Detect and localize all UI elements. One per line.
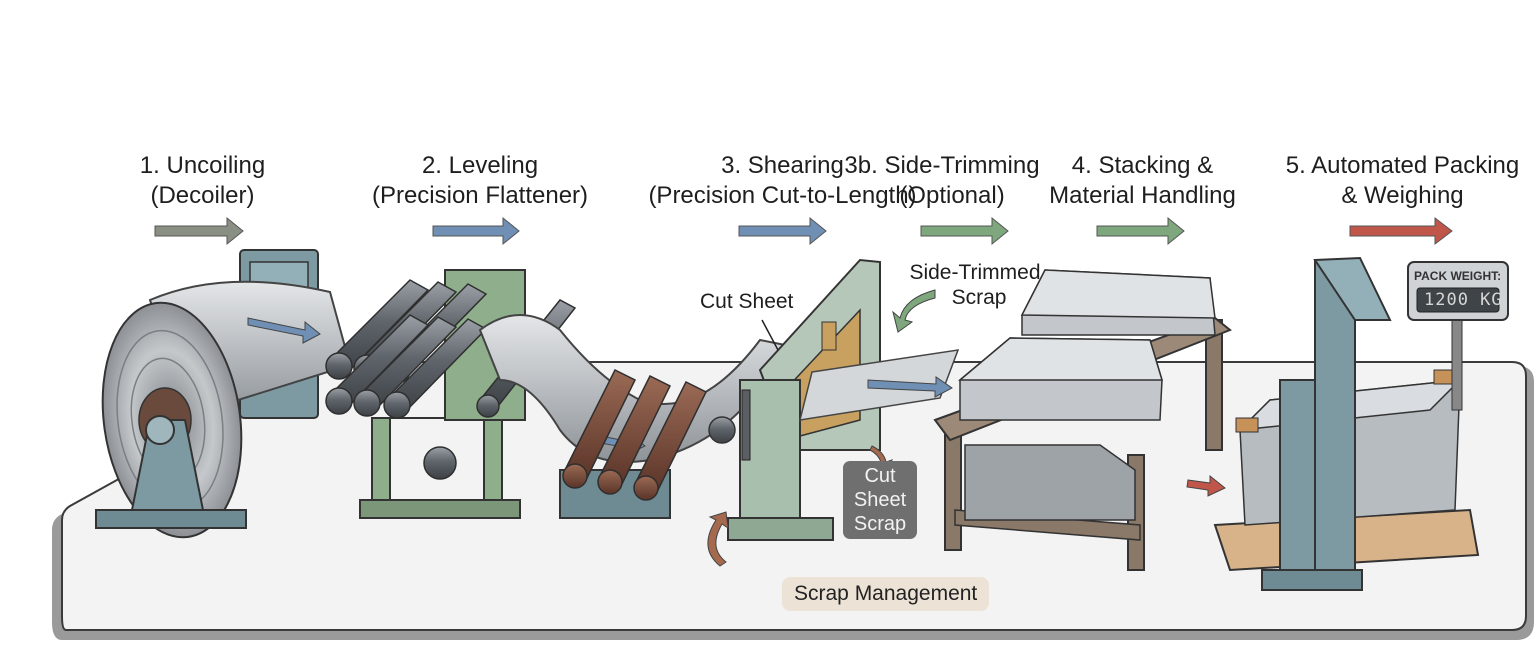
cut-sheet-scrap-line2: Sheet bbox=[853, 489, 907, 511]
stage-arrows bbox=[154, 216, 1453, 246]
scrap-management-label: Scrap Management bbox=[782, 577, 990, 611]
stage-subtitle: (Decoiler) bbox=[150, 182, 255, 209]
stage-subtitle: (Optional) bbox=[899, 182, 1005, 209]
cut-sheet-scrap-line1: Cut bbox=[864, 465, 896, 487]
shear-machine bbox=[708, 258, 960, 541]
side-trimmed-scrap-callout: Side-Trimmed Scrap bbox=[905, 260, 1045, 310]
arrow-packing bbox=[1349, 216, 1453, 246]
arrow-side-trimming bbox=[920, 216, 1009, 246]
cut-sheet-scrap-tag: Cut Sheet Scrap bbox=[843, 461, 917, 539]
stacking-table bbox=[933, 269, 1232, 571]
cut-sheet-text: Cut Sheet bbox=[700, 290, 794, 313]
feed-rollers bbox=[559, 368, 708, 519]
arrow-shearing bbox=[738, 216, 827, 246]
arrow-leveling bbox=[432, 216, 520, 246]
side-trimmed-scrap-line2: Scrap bbox=[951, 286, 1007, 309]
stage-label-packing: 5. Automated Packing & Weighing bbox=[1280, 151, 1525, 211]
stage-label-side-trimming: 3b. Side-Trimming (Optional) bbox=[842, 151, 1042, 211]
cut-sheet-scrap-line3: Scrap bbox=[853, 513, 907, 535]
arrow-stacking bbox=[1096, 216, 1185, 246]
arrow-uncoiling bbox=[154, 216, 244, 246]
stage-label-stacking: 4. Stacking & Material Handling bbox=[1045, 151, 1240, 211]
pack-weight-value: 1200 KG bbox=[1424, 290, 1503, 310]
cut-sheet-leader bbox=[761, 319, 779, 351]
pack-weight-title: PACK WEIGHT: bbox=[1414, 269, 1502, 283]
stage-label-shearing: 3. Shearing (Precision Cut-to-Length) bbox=[645, 151, 920, 211]
stage-label-leveling: 2. Leveling (Precision Flattener) bbox=[365, 151, 595, 211]
stage-title: 4. Stacking & bbox=[1071, 152, 1214, 179]
stage-title: 1. Uncoiling bbox=[139, 152, 266, 179]
stage-subtitle: (Precision Cut-to-Length) bbox=[648, 182, 917, 209]
stage-title: 2. Leveling bbox=[421, 152, 539, 179]
stage-subtitle: & Weighing bbox=[1341, 182, 1464, 209]
stage-title: 5. Automated Packing bbox=[1285, 152, 1520, 179]
cut-sheet-callout: Cut Sheet bbox=[700, 289, 793, 314]
decoiler-machine bbox=[95, 249, 352, 539]
stage-title: 3b. Side-Trimming bbox=[844, 152, 1040, 179]
side-trimmed-scrap-line1: Side-Trimmed bbox=[909, 261, 1041, 284]
stage-label-uncoiling: 1. Uncoiling (Decoiler) bbox=[120, 151, 285, 211]
stage-subtitle: Material Handling bbox=[1049, 182, 1236, 209]
stage-title: 3. Shearing bbox=[721, 152, 844, 179]
scrap-arrows bbox=[707, 289, 936, 567]
packing-station bbox=[1213, 256, 1509, 591]
stage-subtitle: (Precision Flattener) bbox=[371, 182, 589, 209]
